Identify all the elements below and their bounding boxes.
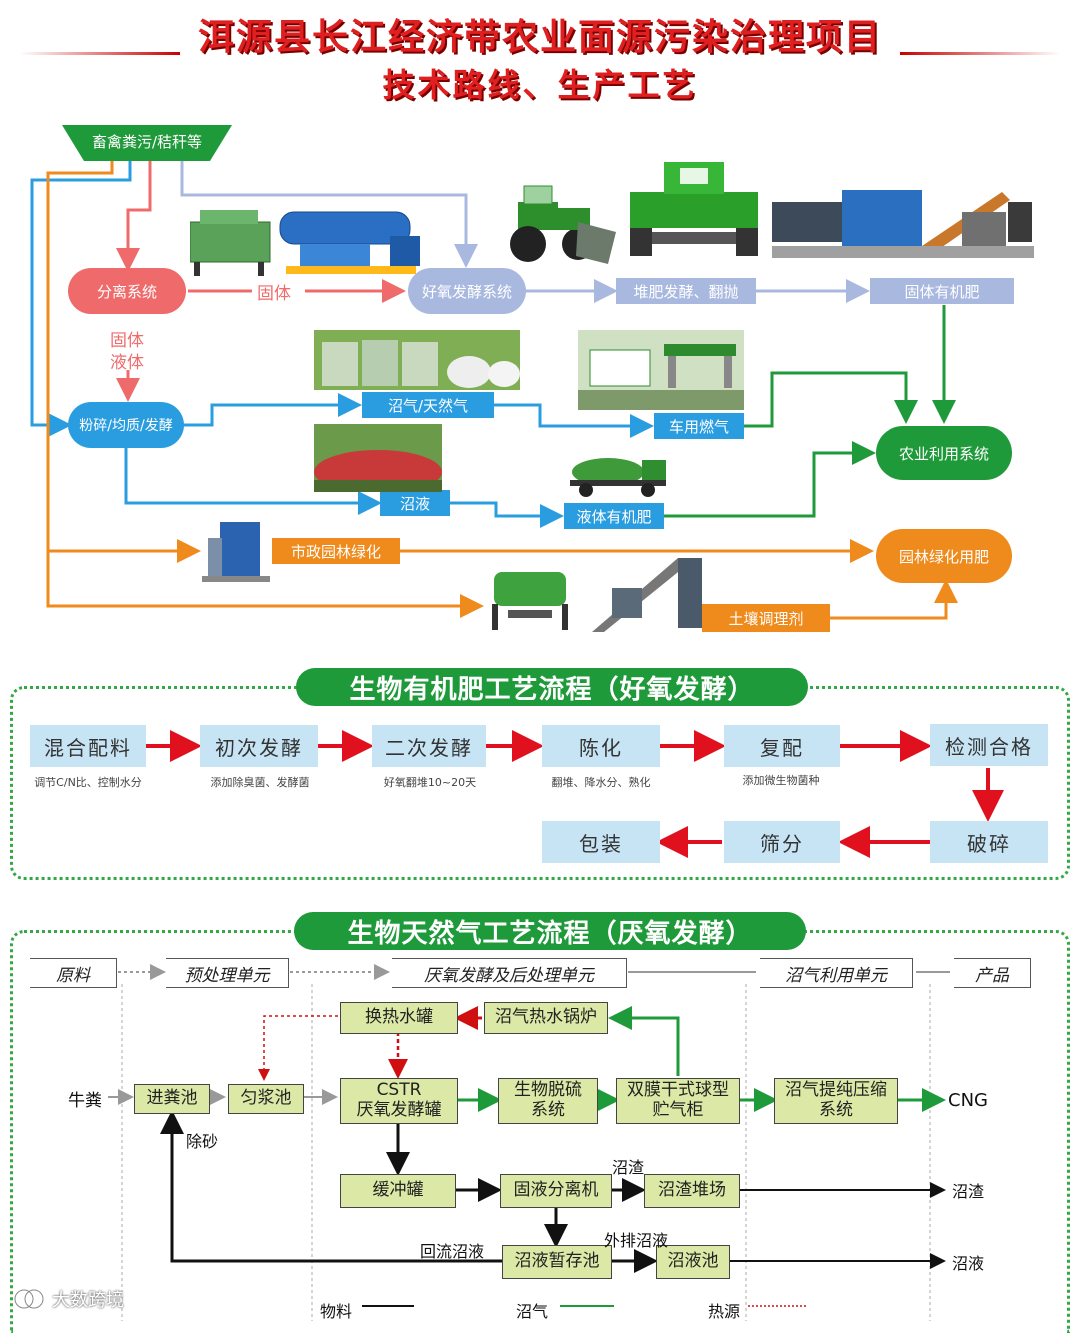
purify-line2: 系统	[819, 1101, 853, 1121]
separation-system: 分离系统	[68, 268, 186, 314]
agri-utilization-system: 农业利用系统	[876, 426, 1012, 480]
box-residue-yard: 沼渣堆场	[644, 1174, 740, 1208]
step-test: 检测合格	[930, 724, 1048, 766]
compost-turning: 堆肥发酵、翻抛	[616, 278, 756, 304]
vehicle-gas: 车用燃气	[654, 413, 744, 439]
holder-line2: 贮气柜	[653, 1101, 704, 1121]
solid-label: 固体	[257, 279, 291, 304]
box-slurry-temp-pool: 沼液暂存池	[502, 1245, 612, 1279]
box-homog-pool: 匀浆池	[228, 1084, 304, 1114]
step-crush: 破碎	[930, 821, 1048, 863]
cstr-line1: CSTR	[377, 1081, 422, 1101]
box-purify-compress: 沼气提纯压缩 系统	[774, 1078, 898, 1124]
step-aging: 陈化	[542, 725, 660, 767]
drum-machine-image	[488, 560, 572, 632]
watermark-logo-icon	[12, 1286, 46, 1312]
crush-homogenize-ferment: 粉碎/均质/发酵	[68, 402, 184, 448]
production-line-image	[772, 182, 1034, 262]
label-residue-top: 沼渣	[612, 1154, 644, 1178]
legend-material: 物料	[320, 1298, 352, 1322]
label-cng: CNG	[948, 1090, 988, 1111]
step-compound: 复配	[724, 725, 840, 767]
box-separator: 固液分离机	[500, 1174, 612, 1208]
step-first-ferment: 初次发酵	[200, 725, 318, 767]
anaerobic-section-title: 生物天然气工艺流程（厌氧发酵）	[294, 912, 806, 950]
step-first-ferment-note: 添加除臭菌、发酵菌	[195, 774, 325, 790]
step-compound-note: 添加微生物菌种	[716, 772, 846, 788]
source-node: 畜禽粪污/秸秆等	[62, 125, 232, 161]
box-boiler: 沼气热水锅炉	[484, 1002, 608, 1034]
holder-line1: 双膜干式球型	[627, 1081, 729, 1101]
loader-image	[508, 182, 618, 270]
box-desulfurization: 生物脱硫 系统	[498, 1078, 598, 1124]
source-label: 畜禽粪污/秸秆等	[62, 125, 232, 157]
label-sand-removal: 除砂	[186, 1128, 218, 1152]
label-reflux-slurry: 回流沼液	[420, 1238, 484, 1262]
gas-station-image	[578, 330, 744, 410]
biogas-natural-gas: 沼气/天然气	[362, 392, 494, 418]
box-feed-pool: 进粪池	[134, 1084, 210, 1114]
biogas-slurry: 沼液	[380, 490, 450, 516]
hdr-pretreatment: 预处理单元	[166, 958, 289, 988]
garden-fertilizer: 园林绿化用肥	[876, 529, 1012, 583]
step-package: 包装	[542, 821, 660, 863]
hdr-biogas-utilization: 沼气利用单元	[760, 958, 913, 988]
box-buffer-tank: 缓冲罐	[340, 1174, 456, 1208]
turner-image	[624, 158, 764, 260]
label-discharge-slurry: 外排沼液	[604, 1227, 668, 1251]
box-heat-tank: 换热水罐	[340, 1002, 458, 1034]
label-slurry-out: 沼液	[952, 1250, 984, 1274]
conveyor-image	[592, 558, 702, 632]
label-residue-out: 沼渣	[952, 1178, 984, 1202]
step-aging-note: 翻堆、降水分、熟化	[536, 774, 666, 790]
liquid-organic-fertilizer: 液体有机肥	[564, 503, 664, 529]
watermark: 大数跨境	[12, 1286, 124, 1312]
solid-organic-fertilizer: 固体有机肥	[870, 278, 1014, 304]
split-label-liquid: 液体	[110, 348, 144, 373]
cstr-line2: 厌氧发酵罐	[357, 1101, 442, 1121]
step-second-ferment-note: 好氧翻堆10~20天	[365, 774, 495, 790]
membrane-tank-image	[314, 424, 442, 492]
step-screen: 筛分	[724, 821, 840, 863]
biogas-tanks-image	[314, 330, 520, 390]
aerobic-system: 好氧发酵系统	[408, 268, 526, 314]
soil-conditioner: 土壤调理剂	[702, 604, 830, 632]
purify-line1: 沼气提纯压缩	[785, 1081, 887, 1101]
box-cstr: CSTR 厌氧发酵罐	[340, 1078, 458, 1124]
hdr-anaerobic-unit: 厌氧发酵及后处理单元	[392, 958, 627, 988]
separator-machine-image	[190, 200, 422, 278]
municipal-greening: 市政园林绿化	[272, 538, 400, 564]
watermark-text: 大数跨境	[52, 1286, 124, 1312]
legend-biogas: 沼气	[516, 1298, 548, 1322]
legend-heat: 热源	[708, 1298, 740, 1322]
step-mix: 混合配料	[30, 725, 146, 767]
box-gas-holder: 双膜干式球型 贮气柜	[616, 1078, 740, 1124]
step-mix-note: 调节C/N比、控制水分	[20, 774, 156, 790]
drying-tower-image	[202, 518, 270, 582]
input-cow-manure: 牛粪	[68, 1086, 102, 1111]
step-second-ferment: 二次发酵	[372, 725, 486, 767]
tanker-truck-image	[566, 450, 670, 500]
hdr-raw-material: 原料	[30, 958, 117, 988]
hdr-product: 产品	[954, 958, 1031, 988]
desulf-line1: 生物脱硫	[514, 1081, 582, 1101]
desulf-line2: 系统	[531, 1101, 565, 1121]
